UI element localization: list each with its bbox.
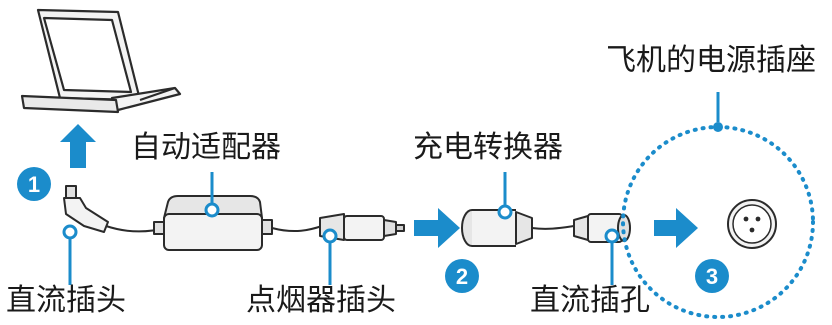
step-number: 3	[706, 264, 718, 289]
step-badge-1: 1	[17, 167, 51, 201]
up-arrow-icon	[60, 124, 96, 168]
right-arrow-icon	[414, 208, 460, 248]
step-number: 1	[28, 172, 40, 197]
auto-adapter-label: 自动适配器	[131, 130, 281, 165]
cigarette-plug-marker	[322, 228, 338, 244]
zoom-circle-dot	[713, 122, 723, 132]
step-badge-2: 2	[445, 259, 479, 293]
dc-jack-illustration	[573, 213, 631, 243]
converter-illustration	[461, 209, 533, 247]
dc-plug-label: 直流插头	[6, 283, 126, 318]
step-number: 2	[456, 264, 468, 289]
right-arrow-icon	[654, 208, 698, 248]
cigarette-plug-label: 点烟器插头	[246, 283, 396, 318]
cable	[271, 225, 323, 233]
adapter-marker	[204, 202, 220, 218]
step-badge-3: 3	[695, 259, 729, 293]
converter-marker	[497, 204, 513, 220]
cable	[531, 225, 575, 230]
dc-jack-marker	[604, 228, 620, 244]
laptop-illustration	[20, 8, 182, 114]
charger-converter-label: 充电转换器	[413, 130, 563, 165]
plane-socket-label: 飞机的电源插座	[606, 43, 816, 78]
plane-socket-icon	[727, 199, 777, 249]
dc-plug-marker	[62, 224, 78, 240]
dc-jack-label: 直流插孔	[530, 283, 650, 318]
